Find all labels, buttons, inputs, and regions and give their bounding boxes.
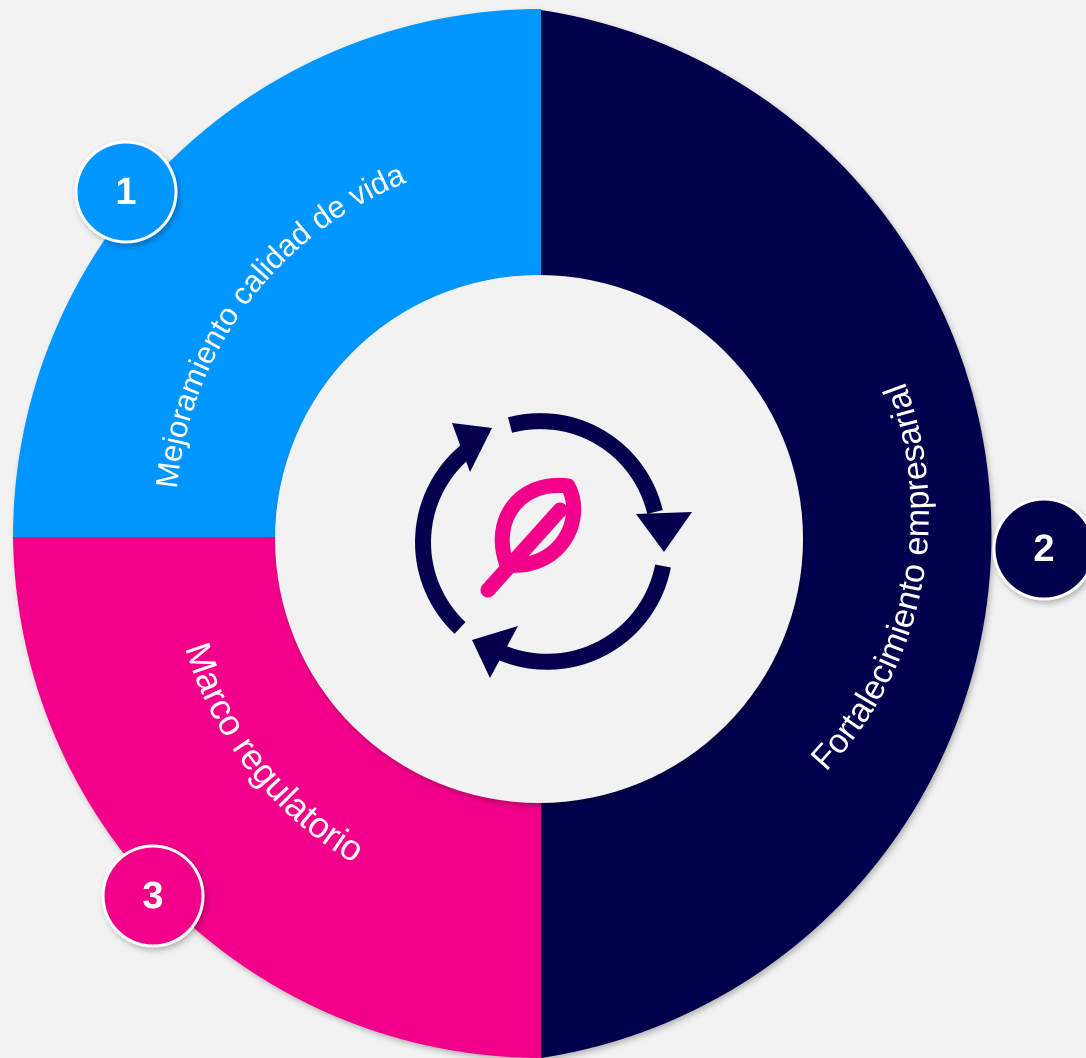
badge-2: 2 [992, 497, 1086, 601]
badge-3-number: 3 [142, 875, 163, 917]
badge-1: 1 [74, 140, 178, 244]
recycle-leaf-icon [415, 413, 692, 678]
badge-2-number: 2 [1033, 528, 1054, 570]
badge-3: 3 [101, 844, 205, 948]
badge-1-number: 1 [115, 171, 136, 213]
